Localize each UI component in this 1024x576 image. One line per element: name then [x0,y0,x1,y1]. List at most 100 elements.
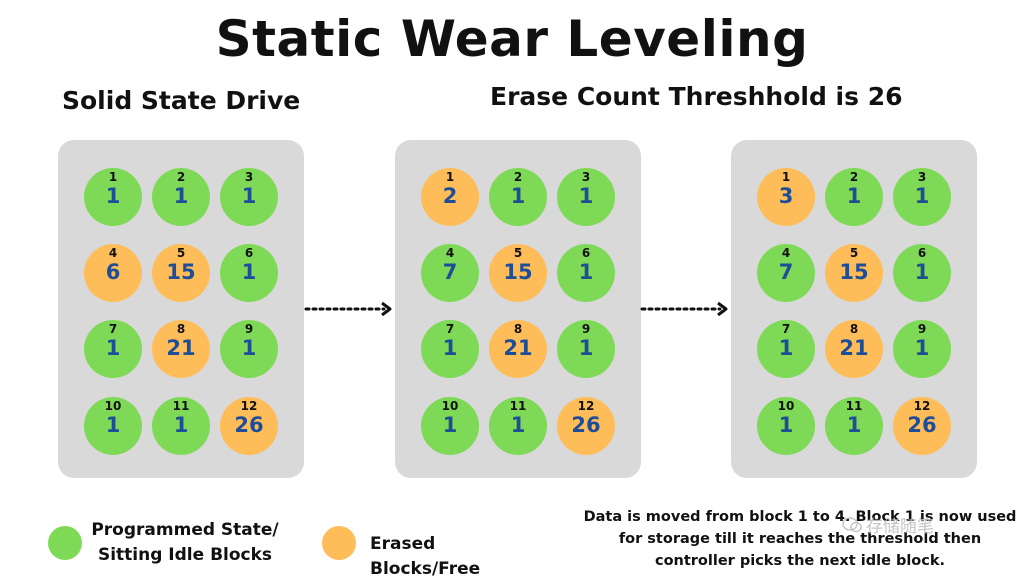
legend-programmed-dot [48,526,82,560]
subtitle-left: Solid State Drive [62,86,301,115]
erase-count: 7 [778,260,794,284]
arrow-2 [640,302,728,316]
erase-count: 1 [578,184,594,208]
erase-count: 1 [105,336,121,360]
block-number: 5 [513,246,523,260]
erase-count: 26 [234,413,264,437]
erase-count: 2 [442,184,458,208]
erase-count: 1 [778,413,794,437]
block-number: 4 [445,246,455,260]
block-number: 5 [849,246,859,260]
erase-count: 7 [442,260,458,284]
block-number: 3 [581,170,591,184]
erase-count: 1 [778,336,794,360]
page-title: Static Wear Leveling [215,10,809,68]
legend-erased-dot [322,526,356,560]
erase-count: 1 [442,413,458,437]
watermark-text: 存储随笔 [866,517,934,537]
block-number: 2 [513,170,523,184]
block-number: 7 [108,322,118,336]
explanation-note: Data is moved from block 1 to 4. Block 1… [583,509,1017,569]
legend-programmed-label: Programmed State/ Sitting Idle Blocks [91,520,279,565]
erase-count: 26 [571,413,601,437]
block-number: 3 [244,170,254,184]
erase-count: 26 [907,413,937,437]
erase-count: 15 [839,260,869,284]
erase-count: 21 [503,336,533,360]
block-number: 6 [244,246,254,260]
erase-count: 1 [914,260,930,284]
erase-count: 1 [241,184,257,208]
erase-count: 15 [166,260,196,284]
watermark: 存储随笔 [842,512,934,537]
block-number: 9 [244,322,254,336]
erase-count: 1 [914,336,930,360]
erase-count: 1 [846,184,862,208]
erase-count: 15 [503,260,533,284]
erase-count: 1 [241,336,257,360]
block-number: 10 [104,399,122,413]
block-number: 1 [445,170,455,184]
erase-count: 3 [778,184,794,208]
block-number: 4 [108,246,118,260]
block-number: 2 [176,170,186,184]
erase-count: 1 [173,184,189,208]
block-number: 11 [172,399,190,413]
erase-count: 1 [105,184,121,208]
block-number: 9 [581,322,591,336]
block-number: 8 [513,322,523,336]
block-number: 4 [781,246,791,260]
subtitle-right: Erase Count Threshhold is 26 [490,82,903,111]
block-number: 12 [240,399,258,413]
erase-count: 1 [510,184,526,208]
erase-count: 6 [105,260,121,284]
block-number: 12 [913,399,931,413]
block-number: 5 [176,246,186,260]
chat-bubble-icon [842,516,862,532]
block-number: 7 [445,322,455,336]
erase-count: 1 [578,260,594,284]
block-number: 3 [917,170,927,184]
block-number: 6 [581,246,591,260]
erase-count: 21 [166,336,196,360]
block-number: 8 [849,322,859,336]
erase-count: 21 [839,336,869,360]
block-number: 1 [781,170,791,184]
erase-count: 1 [578,336,594,360]
arrow-1 [304,302,392,316]
erase-count: 1 [442,336,458,360]
erase-count: 1 [241,260,257,284]
block-number: 9 [917,322,927,336]
